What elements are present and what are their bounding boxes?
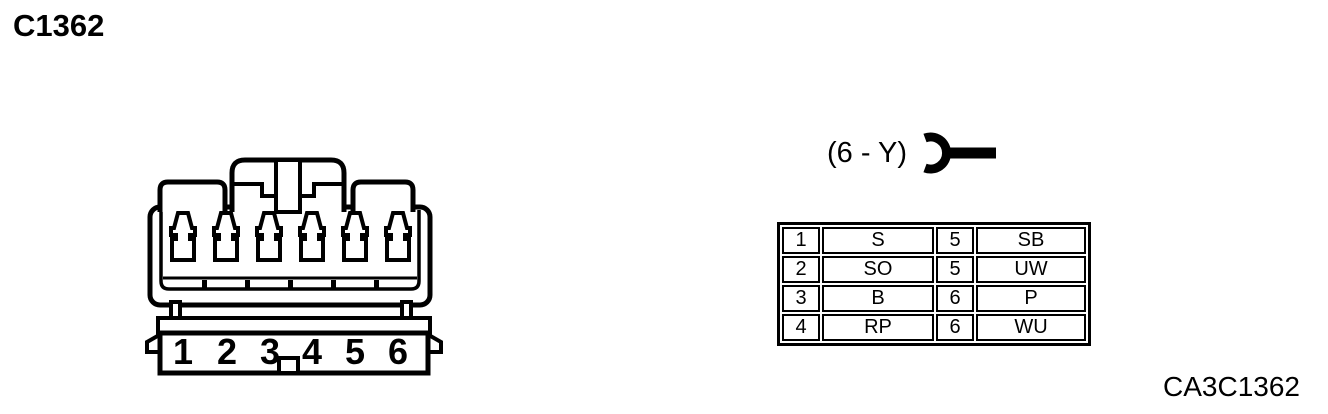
keying-notch	[277, 356, 300, 375]
terminal-label: (6 - Y)	[827, 136, 908, 169]
pin-number-cell: 4	[782, 314, 820, 341]
latch-tab	[274, 158, 302, 214]
pin-number-label: 2	[217, 331, 237, 372]
pin-table-container: 1 S 5 SB 2 SO 5 UW 3 B 6 P	[777, 222, 1091, 346]
pin-number-cell: 3	[782, 285, 820, 312]
eyelet-terminal-icon	[923, 132, 997, 174]
pin-number-cell: 1	[782, 227, 820, 254]
terminal-cavity	[169, 211, 197, 262]
wire-color-cell: P	[976, 285, 1086, 312]
terminal-cavity	[341, 211, 369, 262]
pin-number-cell: 5	[936, 256, 974, 283]
pin-number-cell: 6	[936, 285, 974, 312]
wire-color-cell: UW	[976, 256, 1086, 283]
pin-number-cell: 6	[936, 314, 974, 341]
connector-diagram: 1 2 3 4 5 6	[145, 157, 443, 376]
terminal-cavities	[169, 211, 412, 262]
connector-right-block	[350, 179, 416, 212]
table-row: 3 B 6 P	[782, 285, 1086, 312]
wire-color-cell: S	[822, 227, 934, 254]
pin-number-label: 3	[260, 331, 280, 372]
terminal-cavity	[298, 211, 326, 262]
pin-number-label: 5	[345, 331, 365, 372]
channel-ticks	[202, 280, 379, 288]
pin-number-cell: 2	[782, 256, 820, 283]
wire-color-cell: B	[822, 285, 934, 312]
terminal-cavity	[212, 211, 240, 262]
pin-number-cell: 5	[936, 227, 974, 254]
terminal-cavity	[384, 211, 412, 262]
connector-left-block	[157, 179, 228, 212]
terminal-callout: (6 - Y)	[827, 130, 999, 176]
table-row: 1 S 5 SB	[782, 227, 1086, 254]
table-row: 4 RP 6 WU	[782, 314, 1086, 341]
drawing-code-label: CA3C1362	[1163, 371, 1300, 402]
pin-numbers: 1 2 3 4 5 6	[173, 331, 408, 372]
pin-table: 1 S 5 SB 2 SO 5 UW 3 B 6 P	[777, 222, 1091, 346]
connector-inner-wall	[159, 210, 421, 291]
pin-number-label: 1	[173, 331, 193, 372]
pin-number-label: 6	[388, 331, 408, 372]
table-row: 2 SO 5 UW	[782, 256, 1086, 283]
page-title: C1362	[13, 8, 105, 43]
pin-number-label: 4	[302, 331, 322, 372]
wire-color-cell: WU	[976, 314, 1086, 341]
wire-color-cell: RP	[822, 314, 934, 341]
wire-color-cell: SO	[822, 256, 934, 283]
terminal-cavity	[255, 211, 283, 262]
latch-steps	[232, 182, 344, 198]
wire-color-cell: SB	[976, 227, 1086, 254]
